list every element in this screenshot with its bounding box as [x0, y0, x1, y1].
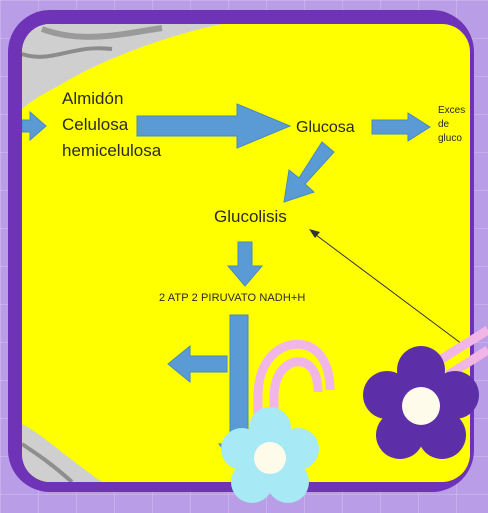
pink-arc-icon [440, 330, 488, 375]
light-blue-flower-icon [221, 407, 319, 503]
